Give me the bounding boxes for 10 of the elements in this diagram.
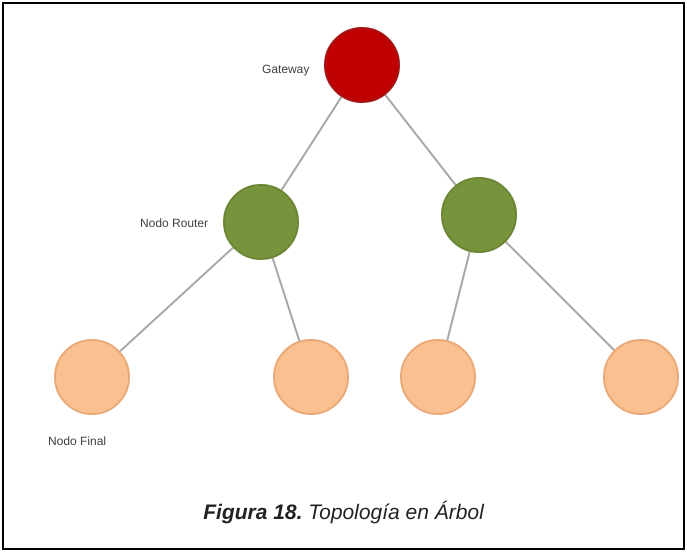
figure-caption: Figura 18. Topología en Árbol — [203, 500, 484, 526]
node-caption: Gateway — [262, 61, 310, 78]
connector-line — [384, 94, 456, 186]
connector-line — [446, 252, 471, 340]
connector-line — [272, 258, 300, 342]
node-caption: Nodo Final — [48, 433, 106, 450]
connector-line — [280, 96, 342, 191]
connector-line — [119, 246, 234, 352]
connector-line — [505, 241, 615, 351]
node-caption: Nodo Router — [140, 215, 208, 232]
